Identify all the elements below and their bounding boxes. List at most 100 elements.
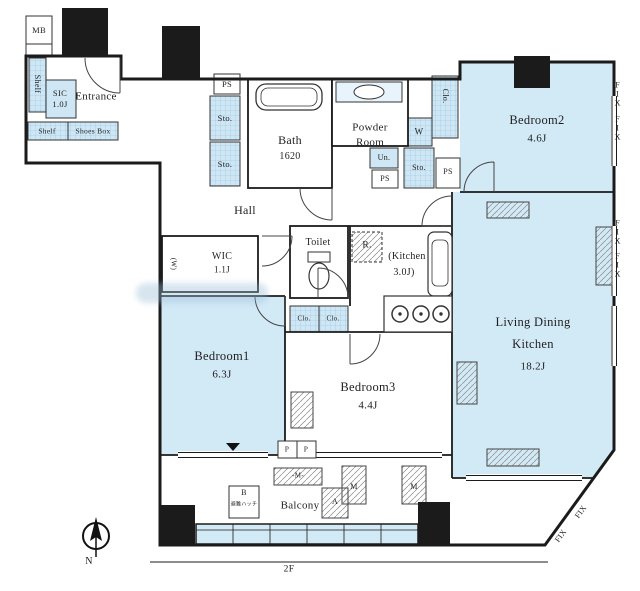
pillar-balcony-left bbox=[160, 505, 195, 545]
storage-3 bbox=[403, 147, 435, 189]
bedroom1-door-arc bbox=[254, 295, 286, 327]
fix-label-4: FIX bbox=[613, 251, 622, 279]
pipe-space-2 bbox=[371, 169, 399, 189]
sic-closet bbox=[45, 79, 77, 119]
clo-label-1: Clo. bbox=[297, 314, 311, 323]
bedroom2-door-arc bbox=[463, 161, 495, 193]
sto-label-1: Sto. bbox=[217, 112, 233, 123]
inner-rooms bbox=[161, 78, 409, 299]
meter-box bbox=[25, 15, 53, 45]
ldk-marker-top bbox=[486, 201, 530, 219]
shelf-vertical-label: Shelf bbox=[33, 74, 42, 94]
balcony-label: Balcony bbox=[280, 499, 320, 512]
escape-hatch-box bbox=[228, 485, 260, 519]
pipe-space-3 bbox=[435, 157, 461, 189]
bathroom bbox=[247, 78, 333, 189]
toilet-label: Toilet bbox=[305, 237, 331, 248]
bedroom3-label: Bedroom3 bbox=[340, 379, 396, 394]
hall-label: Hall bbox=[234, 203, 256, 217]
pillars bbox=[62, 8, 550, 545]
bath-door-arc bbox=[299, 187, 333, 221]
pillar-balcony-right bbox=[418, 502, 450, 544]
north-label: N bbox=[85, 556, 93, 567]
bedroom1-area bbox=[160, 296, 285, 455]
closet-2 bbox=[318, 305, 349, 333]
ps-label-1: PS bbox=[221, 78, 233, 89]
entrance-label: Entrance bbox=[75, 90, 117, 103]
bedroom1-size-label: 6.3J bbox=[212, 368, 232, 381]
ldk-marker-right bbox=[595, 226, 613, 286]
triangle-marker bbox=[226, 443, 240, 451]
burner-1 bbox=[391, 305, 409, 323]
shoes-box-label: Shoes Box bbox=[75, 126, 111, 136]
kitchen-sink-bowl bbox=[431, 239, 449, 287]
bedroom3-marker bbox=[290, 391, 314, 429]
meter-dash-label: -M- bbox=[292, 471, 304, 480]
hatched-markers bbox=[273, 201, 613, 519]
balcony-railing bbox=[195, 523, 419, 545]
kitchen-label-2: 3.0J) bbox=[393, 267, 415, 278]
clo-label-2: Clo. bbox=[326, 314, 340, 323]
storage-boxes bbox=[25, 15, 461, 333]
bathtub-icon bbox=[255, 83, 323, 111]
refrigerator-space bbox=[351, 231, 383, 263]
pipe-box-2 bbox=[296, 440, 317, 459]
balcony-boxes bbox=[228, 440, 317, 519]
railing-panels bbox=[196, 524, 418, 544]
bedroom1-label: Bedroom1 bbox=[194, 348, 250, 363]
wic-size-label: 1.1J bbox=[214, 264, 230, 275]
sic-label: SIC bbox=[52, 87, 68, 98]
pipe-label-1: P bbox=[284, 444, 290, 454]
fridge-label: R. bbox=[362, 240, 372, 251]
burner-2 bbox=[412, 305, 430, 323]
fixtures bbox=[255, 81, 453, 333]
ldk-label-2: Kitchen bbox=[512, 336, 554, 351]
toilet-icon bbox=[308, 262, 330, 290]
pillar-top bbox=[162, 26, 200, 80]
floor-label: 2F bbox=[283, 564, 295, 575]
bedroom3-size-label: 4.4J bbox=[358, 399, 378, 412]
burner-3 bbox=[432, 305, 450, 323]
fix-label-2: FIX bbox=[613, 114, 622, 142]
sic-size-label: 1.0J bbox=[52, 98, 68, 109]
kitchen-label-1: (Kitchen bbox=[388, 251, 426, 262]
vent-a-label: A bbox=[331, 497, 339, 506]
balcony-vent-a bbox=[321, 487, 349, 519]
powder-room-label-2: Room bbox=[355, 136, 385, 149]
meter-label-1: M bbox=[350, 482, 358, 491]
ps-label-2: PS bbox=[380, 174, 390, 183]
closet-top bbox=[431, 75, 459, 139]
ldk-size-label: 18.2J bbox=[520, 360, 546, 373]
storage-2 bbox=[209, 141, 241, 187]
sink-icon bbox=[353, 84, 385, 100]
unit-box bbox=[369, 147, 399, 169]
hatch-note-label: 避難ハッチ bbox=[230, 502, 258, 508]
windows bbox=[178, 96, 617, 482]
pillar-bedroom2 bbox=[514, 56, 550, 88]
shelf-label: Shelf bbox=[38, 126, 56, 136]
bath-size-label: 1620 bbox=[279, 151, 301, 162]
entrance-door-arc bbox=[84, 57, 121, 94]
wic-label: WIC bbox=[211, 251, 233, 262]
meter-label-2: M bbox=[410, 482, 418, 491]
ldk-door-arc bbox=[421, 195, 453, 227]
toilet-door-arc bbox=[317, 267, 349, 299]
fix-label-1: FIX bbox=[613, 80, 622, 108]
clo-label-top: Clo. bbox=[441, 88, 450, 104]
balcony-meter-2 bbox=[401, 465, 427, 505]
meter-box-small bbox=[25, 43, 53, 57]
bath-label: Bath bbox=[278, 133, 302, 147]
toilet-tank bbox=[307, 251, 331, 263]
wic-door-arc bbox=[261, 235, 293, 267]
washer-label: W bbox=[414, 126, 424, 137]
pillar-top-left bbox=[62, 8, 108, 56]
ldk-area bbox=[452, 192, 614, 478]
watermark bbox=[136, 283, 268, 303]
sto-label-2: Sto. bbox=[217, 158, 233, 169]
shoes-box bbox=[67, 121, 119, 141]
pipe-label-2: P bbox=[303, 444, 309, 454]
bedroom2-size-label: 4.6J bbox=[527, 132, 547, 145]
balcony-meter-wide bbox=[273, 467, 323, 486]
doors bbox=[84, 57, 495, 365]
